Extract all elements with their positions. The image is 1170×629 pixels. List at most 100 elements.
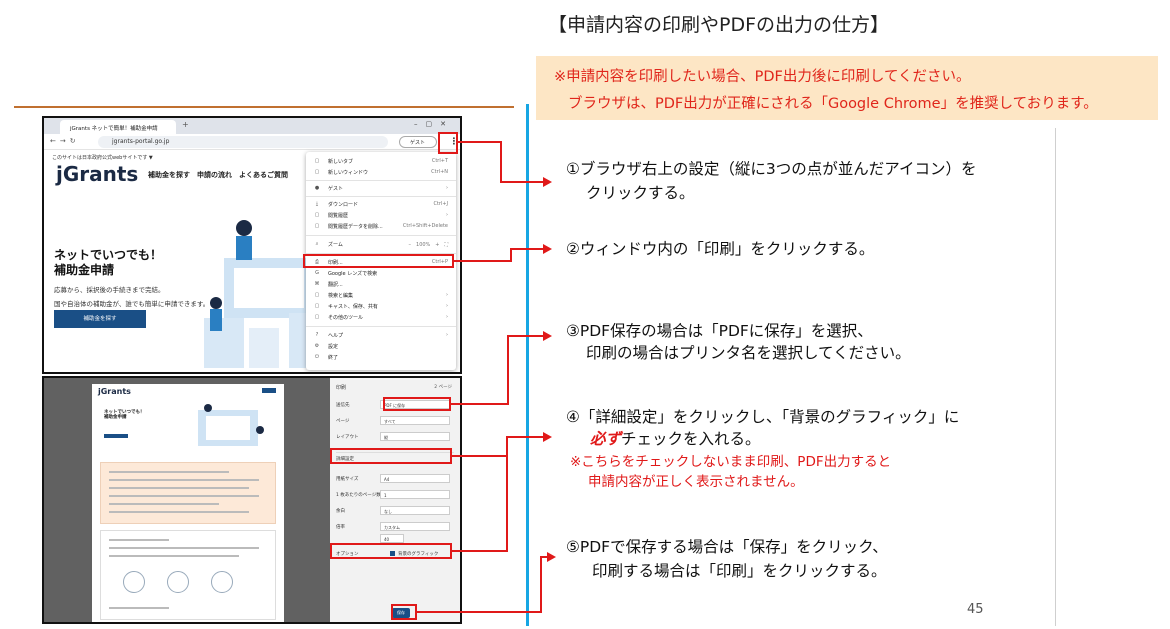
- site-logo[interactable]: jGrants: [56, 162, 139, 186]
- pages-row: ページ すべて: [336, 416, 454, 426]
- arrow-head-1: [543, 177, 552, 187]
- guest-profile-button[interactable]: ゲスト: [399, 136, 437, 148]
- menu-item-history[interactable]: ▢閲覧履歴›: [306, 211, 456, 221]
- scale-number-input[interactable]: 40: [380, 534, 404, 543]
- step-3-line-1: ③PDF保存の場合は「PDFに保存」を選択、: [566, 322, 873, 340]
- scale-label: 倍率: [336, 525, 345, 530]
- preview-text-line: [109, 555, 239, 557]
- menu-item-translate[interactable]: ⌘翻訳...: [306, 280, 456, 290]
- menu-item-help[interactable]: ?ヘルプ›: [306, 331, 456, 341]
- site-nav[interactable]: 補助金を探す 申請の流れ よくあるご質問: [148, 171, 288, 179]
- preview-text-line: [109, 487, 249, 489]
- connector-line: [507, 335, 509, 405]
- hero-text-1: 応募から、採択後の手続きまで完結。: [54, 286, 165, 294]
- more-settings-toggle[interactable]: 詳細設定: [336, 452, 454, 464]
- menu-item-more-tools[interactable]: ▢その他のツール›: [306, 313, 456, 323]
- connector-line: [452, 455, 508, 457]
- step-4-line-1: ④「詳細設定」をクリックし、「背景のグラフィック」に: [566, 408, 960, 426]
- connector-line: [500, 141, 502, 183]
- menu-label: ダウンロード: [328, 202, 359, 208]
- scale-number-row: 40: [336, 534, 454, 544]
- menu-separator: [306, 326, 456, 327]
- menu-shortcut: Ctrl+N: [431, 169, 448, 175]
- page-title: 【申請内容の印刷やPDFの出力の仕方】: [548, 14, 890, 36]
- menu-item-clear-data[interactable]: ▢閲覧履歴データを削除...Ctrl+Shift+Delete: [306, 222, 456, 232]
- menu-item-downloads[interactable]: ⤓ ダウンロード Ctrl+J: [306, 200, 456, 210]
- menu-item-find-edit[interactable]: ▢検索と編集›: [306, 291, 456, 301]
- menu-shortcut: Ctrl+J: [433, 201, 448, 207]
- menu-item-zoom[interactable]: ⌕ズーム– 100% + ⛶: [306, 240, 456, 250]
- preview-heading-line-1: ネットでいつでも！: [104, 410, 145, 415]
- menu-label: ヘルプ: [328, 333, 344, 339]
- preview-text-line: [109, 479, 259, 481]
- hero-heading-line-2: 補助金申請: [54, 263, 115, 277]
- arrow-head-3: [543, 331, 552, 341]
- menu-item-guest[interactable]: ●ゲスト›: [306, 184, 456, 194]
- margin-row: 余白 なし: [336, 506, 454, 516]
- connector-line: [417, 611, 542, 613]
- connector-line: [510, 248, 512, 262]
- pages-select[interactable]: すべて: [380, 416, 450, 425]
- browser-addressbar: ←→↻ jgrants-portal.go.jp ゲスト ⋮: [44, 134, 460, 150]
- kebab-menu-icon[interactable]: ⋮: [449, 137, 459, 147]
- arrow-head-5: [547, 552, 556, 562]
- hero-heading: ネットでいつでも！ 補助金申請: [54, 248, 162, 278]
- download-icon: ⤓: [315, 201, 319, 207]
- menu-shortcut: Ctrl+Shift+Delete: [402, 223, 448, 229]
- step-3-line-2: 印刷の場合はプリンタ名を選択してください。: [586, 344, 911, 362]
- margin-label: 余白: [336, 509, 345, 514]
- paper-size-select[interactable]: A4: [380, 474, 450, 483]
- bg-graphics-checkbox[interactable]: [390, 551, 395, 556]
- scale-select[interactable]: カスタム: [380, 522, 450, 531]
- menu-item-print[interactable]: ⎙印刷...Ctrl+P: [306, 258, 456, 268]
- menu-item-exit[interactable]: ⏻ 終了: [306, 353, 456, 363]
- page-number: 45: [967, 602, 984, 617]
- print-icon: ⎙: [314, 259, 319, 265]
- browser-tab[interactable]: jGrants ネットで簡単！補助金申請: [60, 120, 176, 134]
- preview-text-line: [109, 607, 169, 609]
- connector-line: [540, 556, 542, 613]
- menu-shortcut: ›: [446, 292, 448, 298]
- connector-line: [458, 141, 502, 143]
- margin-select[interactable]: なし: [380, 506, 450, 515]
- menu-label: 終了: [328, 355, 339, 361]
- menu-shortcut: Ctrl+P: [431, 259, 448, 265]
- notice-line-1: ※申請内容を印刷したい場合、PDF出力後に印刷してください。: [554, 69, 971, 85]
- save-button[interactable]: 保存: [392, 608, 410, 618]
- bg-graphics-label: 背景のグラフィック: [398, 552, 439, 557]
- tools-icon: ▢: [314, 314, 320, 320]
- preview-document-icon: [211, 571, 233, 593]
- notice-box: ※申請内容を印刷したい場合、PDF出力後に印刷してください。 ブラウザは、PDF…: [536, 56, 1158, 120]
- pages-label: ページ: [336, 419, 350, 424]
- preview-text-line: [109, 511, 249, 513]
- print-page-count: 2 ページ: [434, 385, 452, 390]
- nav-arrows-icon[interactable]: ←→↻: [50, 137, 80, 145]
- power-icon: ⏻: [315, 354, 319, 360]
- menu-shortcut: ›: [446, 314, 448, 320]
- menu-label: 新しいウィンドウ: [328, 170, 369, 176]
- highlight-print-item: [303, 254, 454, 268]
- new-window-icon: ▢: [314, 169, 320, 175]
- connector-line: [510, 248, 544, 250]
- new-tab-icon[interactable]: +: [182, 120, 189, 129]
- url-input[interactable]: jgrants-portal.go.jp: [98, 136, 388, 148]
- menu-item-cast-save-share[interactable]: ▢キャスト、保存、共有›: [306, 302, 456, 312]
- find-icon: ▢: [314, 292, 320, 298]
- find-subsidy-button[interactable]: 補助金を探す: [54, 310, 146, 328]
- window-controls-icon[interactable]: –▢✕: [414, 120, 454, 128]
- preview-info-box: [100, 530, 276, 620]
- connector-line: [500, 181, 544, 183]
- layout-select[interactable]: 縦: [380, 432, 450, 441]
- menu-item-new-window[interactable]: ▢ 新しいウィンドウ Ctrl+N: [306, 168, 456, 178]
- connector-line: [506, 436, 508, 552]
- pages-per-sheet-select[interactable]: 1: [380, 490, 450, 499]
- menu-label: 翻訳...: [328, 282, 343, 288]
- menu-item-settings[interactable]: ⚙設定: [306, 342, 456, 352]
- step-5-line-1: ⑤PDFで保存する場合は「保存」をクリック、: [566, 538, 888, 556]
- print-dialog-screenshot: jGrants ネットでいつでも！ 補助金申請: [42, 376, 462, 624]
- site-flag-text: このサイトは日本政府公式webサイトです ▼: [52, 155, 153, 161]
